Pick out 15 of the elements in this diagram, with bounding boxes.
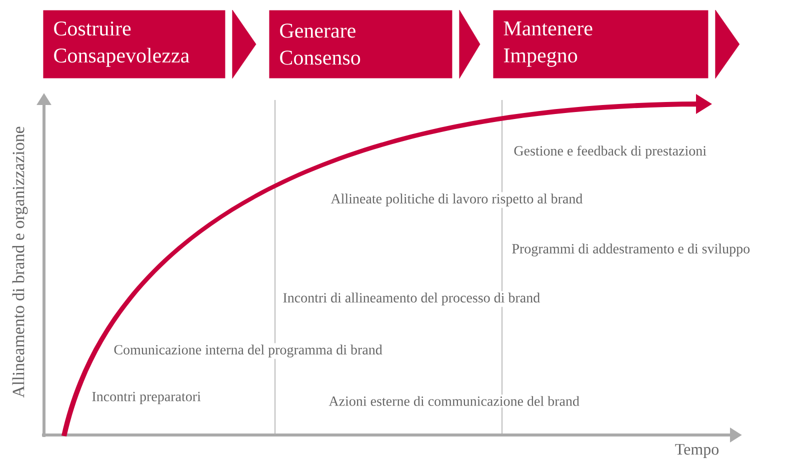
activity-label: Incontri preparatori xyxy=(90,390,202,406)
phase-box: Costruire Consapevolezza xyxy=(43,10,226,78)
chevron-arrow xyxy=(459,10,480,79)
axis-label: Tempo xyxy=(675,444,719,458)
phase-box: Mantenere Impegno xyxy=(493,10,708,78)
chevron-arrow xyxy=(232,10,256,79)
activity-label: Incontri di allineamento del processo di brand xyxy=(281,291,542,307)
activity-label: Comunicazione interna del programma di brand xyxy=(112,343,384,359)
chevron-arrow xyxy=(715,10,740,79)
activity-label: Programmi di addestramento e di sviluppo xyxy=(510,242,752,258)
activity-label: Azioni esterne di communicazione del brand xyxy=(327,394,581,408)
activity-label: Allineate politiche di lavoro rispetto al brand xyxy=(329,192,584,208)
phase-box: Generare Consenso xyxy=(269,10,452,78)
axis-label: Allineamento di brand e organizzazione xyxy=(12,126,28,398)
activity-label: Gestione e feedback di prestazioni xyxy=(512,144,708,160)
